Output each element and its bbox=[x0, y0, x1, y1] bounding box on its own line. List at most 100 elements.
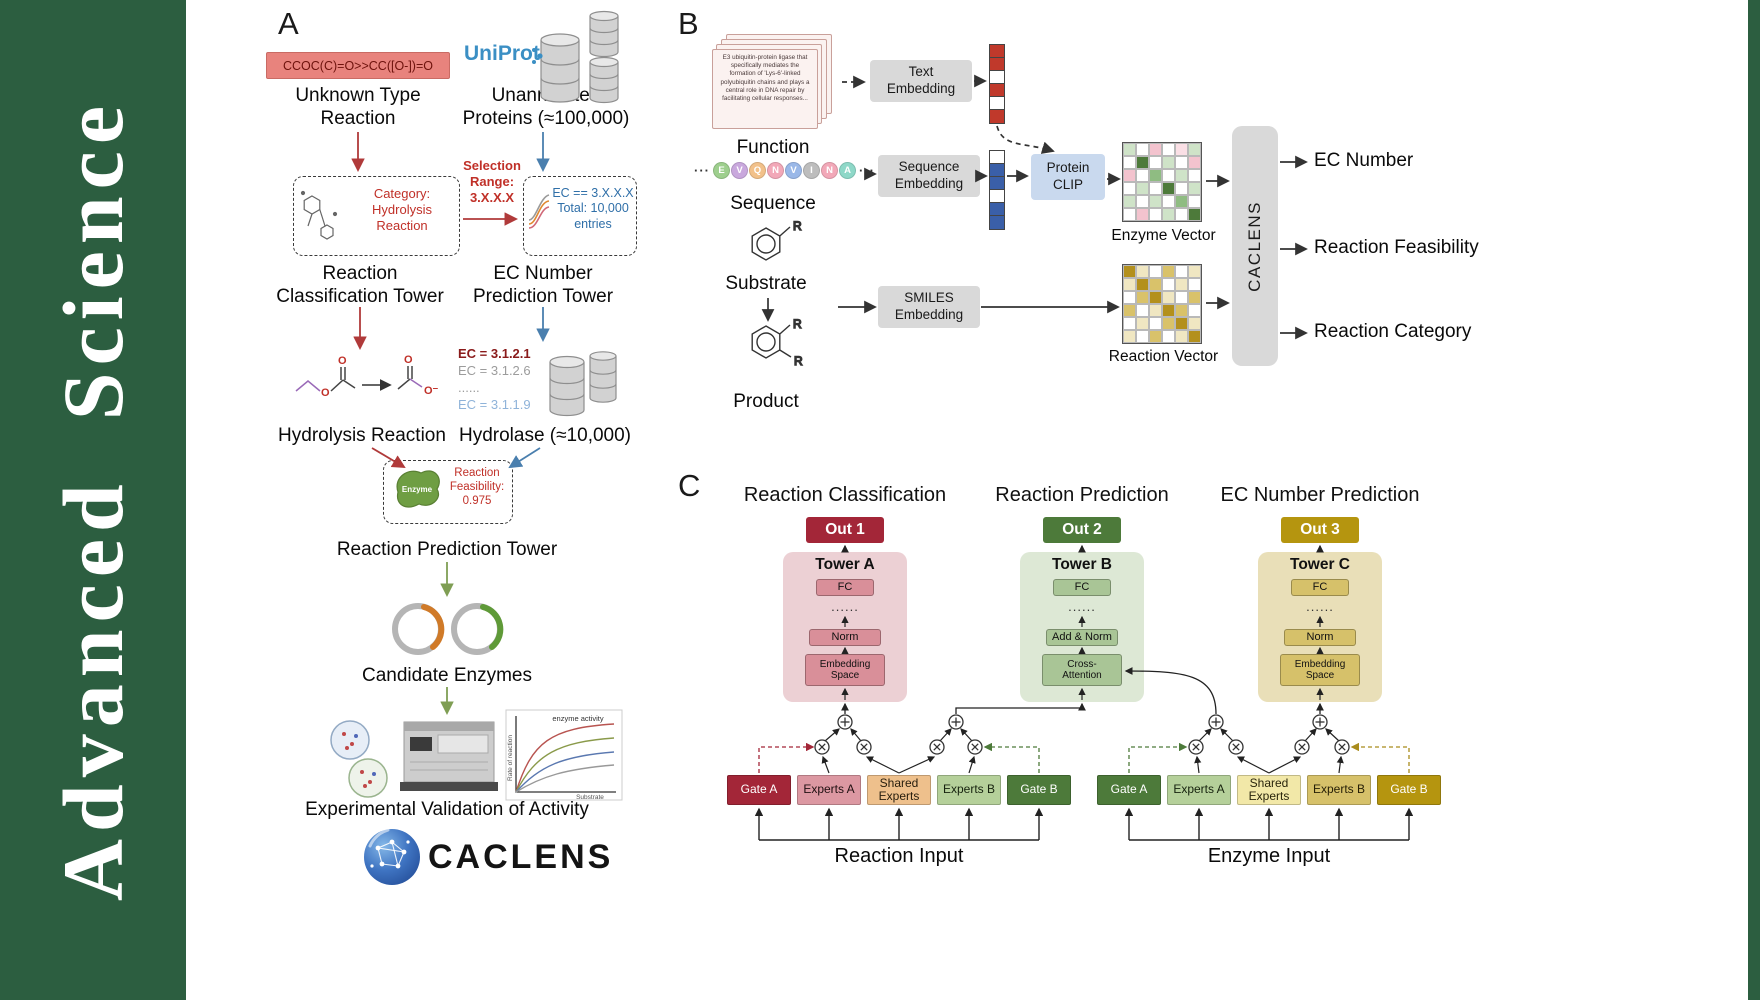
out3-box: Out 3 bbox=[1281, 517, 1359, 543]
sequence-label: Sequence bbox=[730, 193, 816, 214]
tower-b-name: Tower B bbox=[1052, 556, 1112, 573]
matrix-cell bbox=[1136, 278, 1149, 291]
matrix-cell bbox=[1136, 330, 1149, 343]
expert-box: Experts A bbox=[797, 775, 861, 805]
text-embedding-vector bbox=[989, 44, 1005, 124]
svg-text:R: R bbox=[793, 219, 802, 233]
vector-cell bbox=[990, 110, 1004, 123]
tower-c-fc: FC bbox=[1291, 579, 1349, 596]
unannotated-proteins-label: Unannotated Proteins (≈100,000) bbox=[462, 85, 630, 130]
expert-box: Experts A bbox=[1167, 775, 1231, 805]
matrix-cell bbox=[1136, 304, 1149, 317]
reaction-vector-label: Reaction Vector bbox=[1108, 348, 1219, 365]
matrix-cell bbox=[1136, 143, 1149, 156]
multiply-circle-icon bbox=[1228, 739, 1244, 755]
multiply-circle-icon bbox=[1334, 739, 1350, 755]
tower-b-dots: ...... bbox=[1068, 599, 1096, 614]
matrix-cell bbox=[1136, 195, 1149, 208]
matrix-cell bbox=[1188, 265, 1201, 278]
product-label: Product bbox=[733, 391, 799, 412]
matrix-cell bbox=[1123, 195, 1136, 208]
matrix-cell bbox=[1149, 143, 1162, 156]
matrix-cell bbox=[1188, 156, 1201, 169]
matrix-cell bbox=[1162, 208, 1175, 221]
ec-item: ...... bbox=[458, 380, 480, 395]
tower-a-embedding-space: Embedding Space bbox=[805, 654, 885, 686]
expert-box: Gate A bbox=[1097, 775, 1161, 805]
smiles-embedding-box: SMILES Embedding bbox=[878, 286, 980, 328]
out1-box: Out 1 bbox=[806, 517, 884, 543]
matrix-cell bbox=[1162, 265, 1175, 278]
expert-box: Gate B bbox=[1007, 775, 1071, 805]
smiles-reaction-box: CCOC(C)=O>>CC([O-])=O bbox=[266, 52, 450, 79]
matrix-cell bbox=[1149, 195, 1162, 208]
ec-item: EC = 3.1.2.6 bbox=[458, 363, 531, 378]
vector-cell bbox=[990, 151, 1004, 164]
header-ec-number-prediction: EC Number Prediction bbox=[1220, 484, 1420, 506]
expert-box: Shared Experts bbox=[867, 775, 931, 805]
substrate-label: Substrate bbox=[725, 273, 807, 294]
panel-c-label: C bbox=[678, 468, 701, 503]
matrix-cell bbox=[1188, 304, 1201, 317]
matrix-cell bbox=[1123, 156, 1136, 169]
matrix-cell bbox=[1149, 278, 1162, 291]
matrix-cell bbox=[1188, 278, 1201, 291]
caclens-model-label: CACLENS bbox=[1245, 200, 1264, 292]
acetate-structure: O O⁻ bbox=[397, 354, 439, 397]
sequence-residue: V bbox=[785, 162, 802, 179]
matrix-cell bbox=[1123, 304, 1136, 317]
matrix-cell bbox=[1175, 156, 1188, 169]
caclens-wordmark: CACLENS bbox=[428, 838, 614, 876]
matrix-cell bbox=[1162, 195, 1175, 208]
matrix-cell bbox=[1149, 291, 1162, 304]
multiply-circle-icon bbox=[1188, 739, 1204, 755]
expert-box: Experts B bbox=[937, 775, 1001, 805]
ec-number-tower-label: EC Number Prediction Tower bbox=[472, 263, 614, 308]
matrix-cell bbox=[1123, 169, 1136, 182]
matrix-cell bbox=[1175, 304, 1188, 317]
matrix-cell bbox=[1175, 291, 1188, 304]
tower-a-dots: ...... bbox=[831, 599, 859, 614]
vector-cell bbox=[990, 45, 1004, 58]
svg-text:enzyme activity: enzyme activity bbox=[552, 714, 604, 723]
multiply-circle-icon bbox=[967, 739, 983, 755]
tower-c: Tower C FC ...... Norm Embedding Space bbox=[1258, 552, 1382, 702]
matrix-cell bbox=[1123, 143, 1136, 156]
matrix-cell bbox=[1162, 156, 1175, 169]
tower-a-fc: FC bbox=[816, 579, 874, 596]
svg-text:O⁻: O⁻ bbox=[424, 385, 439, 397]
hydrolysis-reaction-label: Hydrolysis Reaction bbox=[278, 425, 446, 446]
svg-text:O: O bbox=[338, 355, 347, 367]
matrix-cell bbox=[1123, 265, 1136, 278]
matrix-cell bbox=[1149, 330, 1162, 343]
enzyme-input-label: Enzyme Input bbox=[1207, 845, 1331, 867]
plus-circle-icon bbox=[1208, 714, 1224, 730]
ec-filter-label: EC == 3.X.X.X Total: 10,000 entries bbox=[552, 186, 634, 231]
plus-circle-icon bbox=[948, 714, 964, 730]
matrix-cell bbox=[1162, 317, 1175, 330]
matrix-cell bbox=[1188, 195, 1201, 208]
matrix-cell bbox=[1123, 182, 1136, 195]
matrix-cell bbox=[1162, 143, 1175, 156]
function-label: Function bbox=[736, 137, 810, 158]
matrix-cell bbox=[1175, 317, 1188, 330]
plus-circle-icon bbox=[837, 714, 853, 730]
text-embedding-box: Text Embedding bbox=[870, 60, 972, 102]
svg-text:R: R bbox=[794, 354, 803, 368]
feasibility-dashed-box bbox=[383, 460, 513, 524]
activity-graph: enzyme activity Substrate Rate of reacti… bbox=[505, 709, 623, 801]
matrix-cell bbox=[1188, 182, 1201, 195]
reaction-classification-tower-label: Reaction Classification Tower bbox=[276, 263, 444, 308]
sequence-residue: A bbox=[839, 162, 856, 179]
function-cards: E3 ubiquitin-protein ligase that specifi… bbox=[712, 34, 834, 132]
reaction-input-label: Reaction Input bbox=[834, 845, 964, 867]
sequence-ellipsis: ··· bbox=[859, 163, 875, 178]
matrix-cell bbox=[1149, 208, 1162, 221]
matrix-cell bbox=[1136, 182, 1149, 195]
category-label: Category: Hydrolysis Reaction bbox=[372, 186, 432, 233]
svg-text:O: O bbox=[404, 354, 413, 366]
